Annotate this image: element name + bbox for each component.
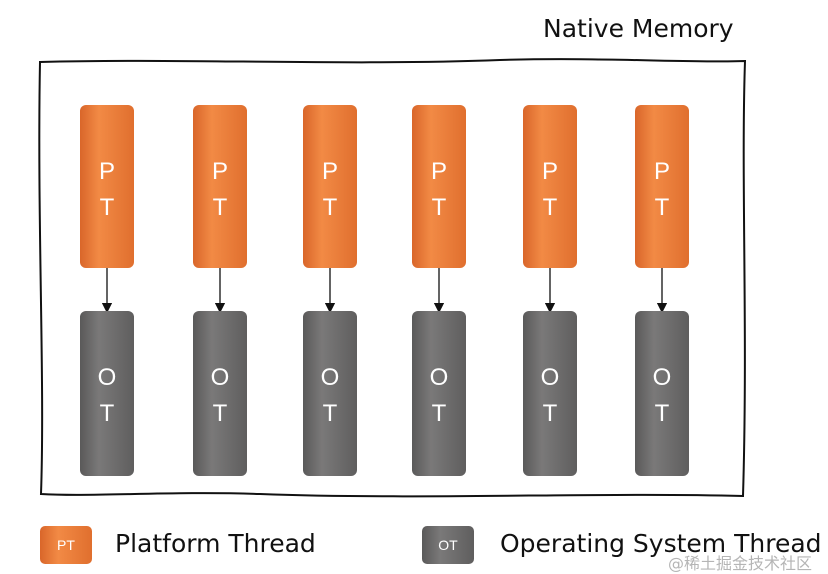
- platform-thread-1: [80, 105, 134, 268]
- native-memory-title: Native Memory: [543, 14, 734, 43]
- platform-thread-2: [193, 105, 247, 268]
- os-thread-4: [412, 311, 466, 476]
- platform-thread-2-label: T: [213, 194, 228, 221]
- os-thread-6-label: O: [653, 364, 672, 391]
- platform-thread-4: [412, 105, 466, 268]
- legend-os-label: Operating System Thread: [500, 529, 822, 558]
- os-thread-2-label: T: [213, 400, 228, 427]
- os-thread-4-label: O: [430, 364, 449, 391]
- platform-thread-5: [523, 105, 577, 268]
- os-thread-5-label: O: [541, 364, 560, 391]
- legend-platform-swatch: PT: [40, 526, 92, 564]
- os-thread-4-label: T: [432, 400, 447, 427]
- platform-thread-6-label: T: [655, 194, 670, 221]
- os-thread-3-label: T: [323, 400, 338, 427]
- platform-thread-3-label: T: [323, 194, 338, 221]
- os-thread-3: [303, 311, 357, 476]
- os-thread-1-label: T: [100, 400, 115, 427]
- os-thread-6-label: T: [655, 400, 670, 427]
- os-thread-2-label: O: [211, 364, 230, 391]
- os-thread-6: [635, 311, 689, 476]
- platform-thread-5-label: P: [542, 158, 558, 185]
- platform-thread-1-label: T: [100, 194, 115, 221]
- os-thread-5: [523, 311, 577, 476]
- os-thread-3-label: O: [321, 364, 340, 391]
- platform-thread-6: [635, 105, 689, 268]
- legend-platform-label: Platform Thread: [115, 529, 316, 558]
- legend-os-abbr: OT: [438, 537, 458, 553]
- legend-os-swatch: OT: [422, 526, 474, 564]
- platform-thread-2-label: P: [212, 158, 228, 185]
- os-thread-1-label: O: [98, 364, 117, 391]
- os-thread-1: [80, 311, 134, 476]
- native-memory-boundary: [38, 58, 747, 498]
- platform-thread-6-label: P: [654, 158, 670, 185]
- os-thread-5-label: T: [543, 400, 558, 427]
- platform-thread-4-label: T: [432, 194, 447, 221]
- platform-thread-4-label: P: [431, 158, 447, 185]
- os-thread-2: [193, 311, 247, 476]
- platform-thread-3: [303, 105, 357, 268]
- watermark: @稀土掘金技术社区: [668, 554, 813, 573]
- legend-platform-abbr: PT: [57, 537, 75, 553]
- platform-thread-3-label: P: [322, 158, 338, 185]
- platform-thread-1-label: P: [99, 158, 115, 185]
- platform-thread-5-label: T: [543, 194, 558, 221]
